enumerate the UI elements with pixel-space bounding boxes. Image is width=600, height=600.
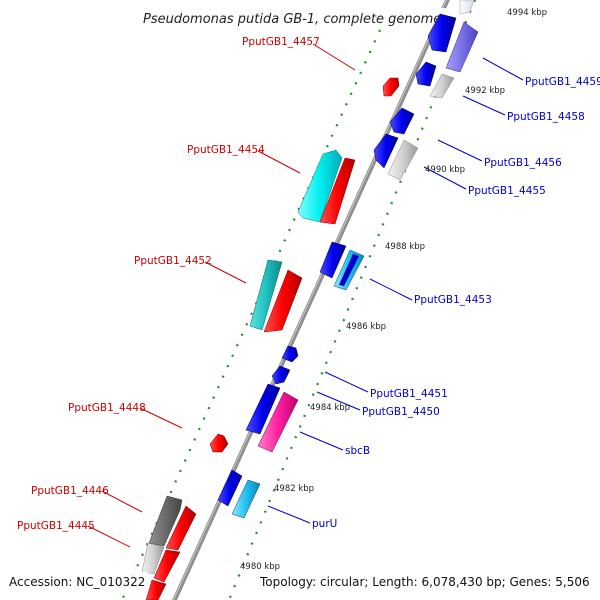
gene-4454-b[interactable]	[319, 157, 356, 225]
genome-backbone	[172, 0, 450, 600]
kbp-marker-4994: 4994 kbp	[507, 8, 547, 18]
label-gene-4446[interactable]: PputGB1_4446	[31, 485, 109, 497]
gene-4444[interactable]	[145, 579, 167, 600]
reverse-leader-lines	[87, 43, 356, 548]
gene-4457[interactable]	[382, 77, 400, 97]
kbp-marker-4982: 4982 kbp	[274, 484, 314, 494]
label-gene-4453[interactable]: PputGB1_4453	[414, 294, 492, 306]
gene-4450[interactable]	[271, 365, 291, 385]
label-gene-4445[interactable]: PputGB1_4445	[17, 520, 95, 532]
gene-4456-a[interactable]	[389, 107, 415, 135]
gene-4445-a[interactable]	[141, 542, 165, 575]
label-gene-4459[interactable]: PputGB1_4459	[525, 76, 600, 88]
label-gene-4452[interactable]: PputGB1_4452	[134, 255, 212, 267]
gene-sbcB[interactable]	[257, 391, 299, 453]
kbp-marker-4990: 4990 kbp	[425, 165, 465, 175]
footer-backdrop-right	[256, 572, 596, 592]
gene-4446-b[interactable]	[165, 505, 197, 551]
gene-4446-a[interactable]	[148, 495, 183, 547]
gene-4458-a[interactable]	[415, 61, 437, 87]
gene-4445-b[interactable]	[153, 549, 181, 583]
gene-purU[interactable]	[231, 479, 261, 519]
gene-4460-b[interactable]	[427, 13, 457, 53]
accession-text: Accession: NC_010322	[9, 575, 145, 589]
label-gene-purU[interactable]: purU	[312, 518, 337, 530]
label-gene-4450[interactable]: PputGB1_4450	[362, 406, 440, 418]
gene-4449[interactable]	[245, 383, 281, 435]
gene-4458-b[interactable]	[429, 73, 455, 99]
label-gene-4455[interactable]: PputGB1_4455	[468, 185, 546, 197]
label-gene-4454[interactable]: PputGB1_4454	[187, 144, 265, 156]
gene-4460[interactable]	[459, 0, 475, 15]
gene-4453-c[interactable]	[339, 254, 359, 286]
inner-tick-ring	[120, 29, 382, 600]
kbp-marker-4984: 4984 kbp	[310, 403, 350, 413]
kbp-marker-4986: 4986 kbp	[346, 322, 386, 332]
gene-4456-b[interactable]	[373, 133, 399, 169]
label-gene-4448[interactable]: PputGB1_4448	[68, 402, 146, 414]
gene-4447[interactable]	[217, 469, 243, 507]
genome-backbone-highlight	[172, 0, 448, 600]
footer-backdrop-left	[6, 572, 148, 592]
title-backdrop	[140, 8, 462, 29]
label-gene-4458[interactable]: PputGB1_4458	[507, 111, 585, 123]
label-gene-4456[interactable]: PputGB1_4456	[484, 157, 562, 169]
gene-4452-b[interactable]	[263, 269, 303, 333]
forward-leader-lines	[267, 57, 524, 524]
genome-title: Pseudomonas putida GB-1, complete genome	[143, 12, 441, 27]
gene-4455[interactable]	[387, 139, 419, 181]
gene-4448[interactable]	[209, 433, 229, 453]
topology-summary: Topology: circular; Length: 6,078,430 bp…	[259, 575, 590, 589]
gene-4453-a[interactable]	[319, 241, 347, 279]
kbp-marker-4980: 4980 kbp	[240, 562, 280, 572]
label-gene-4457[interactable]: PputGB1_4457	[242, 36, 320, 48]
kbp-marker-4988: 4988 kbp	[385, 242, 425, 252]
gene-4459[interactable]	[445, 21, 479, 73]
label-gene-4451[interactable]: PputGB1_4451	[370, 388, 448, 400]
kbp-marker-4992: 4992 kbp	[465, 86, 505, 96]
gene-4451[interactable]	[281, 345, 299, 363]
gene-4452-a[interactable]	[249, 259, 283, 331]
label-gene-sbcB[interactable]: sbcB	[345, 445, 370, 457]
